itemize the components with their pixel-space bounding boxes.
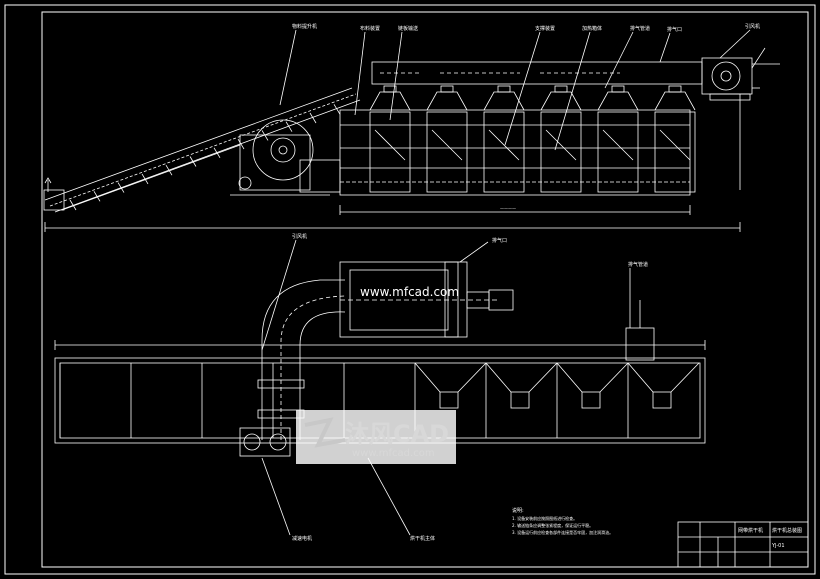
- plan-outlet: [439, 391, 459, 409]
- label-chain: 链板输送: [398, 25, 418, 32]
- dryer-baffle: [431, 129, 463, 161]
- conveyor-rib: [237, 138, 245, 150]
- exhaust-duct: [371, 57, 780, 190]
- dryer-baffle: [374, 129, 406, 161]
- label-hoist: 物料提升机: [292, 23, 317, 30]
- technical-notes: 说明: 1. 设备安装前应按照图纸进行检查。 2. 输送链条应调整张紧程度，保证…: [512, 507, 613, 535]
- label-plan-exhaust-pipe: 排气管道: [628, 261, 648, 268]
- plan-view-labels: 引风机 排气口 排气管道 减速电机 烘干机主体: [292, 233, 648, 542]
- drive-unit: [230, 119, 341, 196]
- dome-cap: [554, 85, 568, 93]
- conveyor-rib: [165, 164, 173, 176]
- dryer-dome: [369, 91, 411, 111]
- conveyor-rib: [333, 104, 341, 115]
- label-plan-fan: 引风机: [292, 233, 307, 240]
- plan-outlet: [510, 391, 530, 409]
- dryer-baffle: [488, 129, 520, 161]
- notes-title: 说明:: [512, 507, 524, 514]
- brand-watermark: 沐风CAD www.mfcad.com: [296, 410, 456, 464]
- note-1: 1. 设备安装前应按照图纸进行检查。: [512, 515, 577, 521]
- brand-watermark-text: 沐风CAD: [345, 420, 449, 448]
- dryer-cell: [654, 111, 696, 193]
- conveyor-rib: [189, 156, 197, 167]
- dryer-body: [339, 85, 696, 196]
- inclined-conveyor: [43, 87, 361, 213]
- dome-cap: [440, 85, 454, 93]
- label-exhaust-pipe: 排气管道: [630, 25, 650, 32]
- dryer-cell: [369, 111, 411, 193]
- outer-frame: [4, 4, 816, 575]
- dome-cap: [668, 85, 682, 93]
- side-view: [43, 29, 780, 232]
- conveyor-rib: [117, 182, 125, 193]
- label-plan-motor: 减速电机: [292, 535, 312, 542]
- conveyor-rib: [309, 112, 317, 124]
- side-view-labels: 物料提升机 布料装置 链板输送 支撑装置 加热箱体 排气管道 排气口 引风机 —…: [292, 23, 760, 211]
- label-plan-exhaust-port: 排气口: [492, 237, 507, 244]
- dryer-dome: [483, 91, 525, 111]
- plan-outlet: [581, 391, 601, 409]
- label-plan-dryer: 烘干机主体: [410, 535, 435, 542]
- brand-watermark-url: www.mfcad.com: [352, 448, 435, 459]
- note-2: 2. 输送链条应调整张紧程度，保证运行平稳。: [512, 522, 593, 528]
- dryer-dome: [654, 91, 696, 111]
- plan-brace: [485, 362, 512, 393]
- conveyor-rib: [93, 191, 101, 202]
- title-block-company: 网带烘干机: [738, 527, 763, 534]
- dryer-dome: [597, 91, 639, 111]
- dryer-dome: [426, 91, 468, 111]
- note-3: 3. 设备运行前应检查各部件连接是否牢固，加注润滑油。: [512, 529, 613, 535]
- plan-brace: [528, 362, 558, 393]
- plan-brace: [627, 362, 654, 393]
- inner-frame: [41, 11, 809, 568]
- label-exhaust-port: 排气口: [667, 26, 682, 33]
- title-block-name: 烘干机总装图: [772, 527, 802, 534]
- label-distributor: 布料装置: [360, 25, 380, 32]
- dome-cap: [497, 85, 511, 93]
- dryer-cell: [597, 111, 639, 193]
- plan-outlet: [652, 391, 672, 409]
- plan-brace: [670, 362, 700, 393]
- plan-view: [54, 239, 706, 536]
- label-support: 支撑装置: [535, 25, 555, 32]
- site-watermark: www.mfcad.com: [360, 285, 459, 299]
- plan-brace: [599, 362, 629, 393]
- plan-brace: [414, 362, 441, 393]
- title-block-drawing-no: YJ-01: [771, 543, 785, 549]
- dryer-baffle: [659, 129, 691, 161]
- label-heating-box: 加热箱体: [582, 25, 602, 32]
- label-fan: 引风机: [745, 23, 760, 30]
- dome-cap: [611, 85, 625, 93]
- title-block: [677, 521, 809, 568]
- plan-brace: [556, 362, 583, 393]
- dimension-text: ————: [500, 206, 516, 211]
- dryer-cell: [540, 111, 582, 193]
- dryer-baffle: [602, 129, 634, 161]
- dryer-baffle: [545, 129, 577, 161]
- dryer-cell: [426, 111, 468, 193]
- conveyor-rib: [285, 121, 293, 132]
- conveyor-rib: [69, 199, 77, 211]
- dryer-cell: [483, 111, 525, 193]
- dome-cap: [383, 85, 397, 93]
- conveyor-rib: [213, 147, 221, 159]
- conveyor-rib: [141, 173, 149, 185]
- plan-brace: [457, 362, 487, 393]
- dryer-dome: [540, 91, 582, 111]
